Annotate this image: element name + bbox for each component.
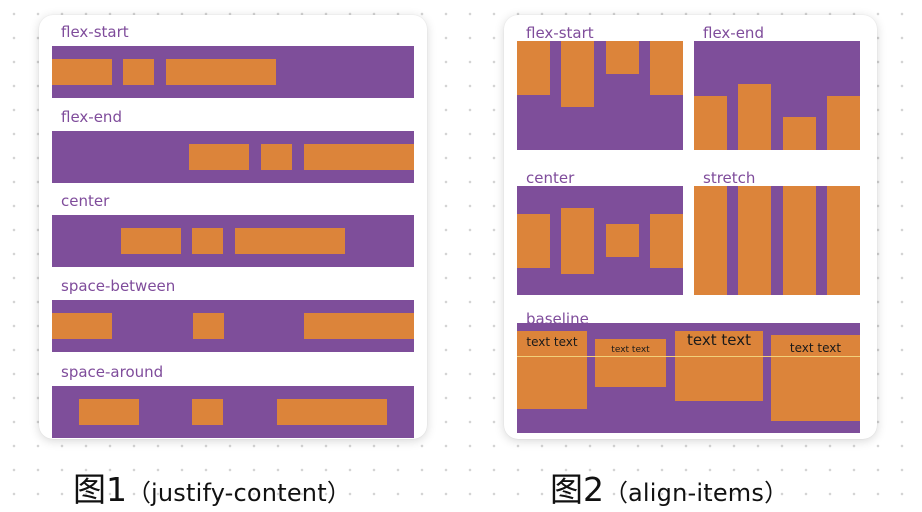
close-paren: ） bbox=[764, 479, 789, 507]
flex-item bbox=[649, 213, 683, 268]
flex-container bbox=[52, 131, 414, 183]
flex-item bbox=[826, 96, 860, 150]
cell-label: baseline bbox=[526, 310, 589, 328]
flex-item bbox=[605, 224, 639, 257]
flex-item bbox=[694, 186, 727, 295]
flex-item bbox=[517, 213, 550, 268]
flex-item bbox=[192, 399, 224, 425]
flex-item bbox=[192, 313, 224, 339]
close-paren: ） bbox=[326, 479, 351, 507]
caption-text: justify-content bbox=[151, 479, 327, 507]
flex-item: text text bbox=[517, 331, 587, 409]
align-items-card: flex-start flex-end center stretch bbox=[504, 15, 877, 439]
row-label: center bbox=[61, 192, 110, 210]
flex-item bbox=[694, 96, 727, 150]
flex-item: text text bbox=[675, 331, 763, 401]
cell-label: flex-start bbox=[526, 24, 594, 42]
justify-content-card: flex-start flex-end center space-between bbox=[39, 15, 427, 439]
flex-item bbox=[189, 144, 249, 170]
cell-baseline: text text text text text text text text … bbox=[517, 309, 860, 439]
caption-figure-2: 图2（align-items） bbox=[550, 470, 788, 512]
flex-item bbox=[78, 399, 139, 425]
flex-item bbox=[261, 144, 292, 170]
open-paren: （ bbox=[604, 479, 628, 507]
flex-item bbox=[121, 228, 181, 254]
flex-container bbox=[694, 41, 860, 150]
flex-item bbox=[52, 59, 112, 85]
caption-prefix: 图1 bbox=[73, 470, 127, 509]
flex-item: text text bbox=[595, 339, 666, 387]
flex-item bbox=[166, 59, 276, 85]
flex-item bbox=[52, 313, 112, 339]
flex-item bbox=[277, 399, 388, 425]
row-label: flex-start bbox=[61, 23, 129, 41]
flex-container bbox=[52, 46, 414, 98]
flex-item bbox=[517, 41, 550, 95]
flex-item bbox=[649, 41, 683, 95]
flex-container bbox=[52, 300, 414, 352]
row-label: space-between bbox=[61, 277, 176, 295]
flex-item bbox=[304, 144, 414, 170]
flex-item bbox=[235, 228, 345, 254]
flex-item: text text bbox=[771, 335, 860, 421]
flex-container bbox=[694, 186, 860, 295]
caption-text: align-items bbox=[628, 479, 765, 507]
row-label: space-around bbox=[61, 363, 164, 381]
flex-item bbox=[192, 228, 223, 254]
flex-item bbox=[826, 186, 860, 295]
flex-item bbox=[782, 186, 816, 295]
flex-container bbox=[52, 215, 414, 267]
flex-item bbox=[123, 59, 154, 85]
baseline-guide bbox=[517, 356, 860, 357]
flex-item bbox=[782, 117, 816, 150]
cell-label: stretch bbox=[703, 169, 756, 187]
flex-item bbox=[738, 186, 772, 295]
flex-container bbox=[517, 41, 683, 150]
open-paren: （ bbox=[127, 479, 151, 507]
row-label: flex-end bbox=[61, 108, 122, 126]
flex-item bbox=[561, 207, 595, 274]
cell-label: flex-end bbox=[703, 24, 764, 42]
caption-prefix: 图2 bbox=[550, 470, 604, 509]
flex-container: text text text text text text text text bbox=[517, 323, 860, 433]
flex-item bbox=[738, 84, 772, 150]
flex-item bbox=[561, 41, 595, 107]
cell-label: center bbox=[526, 169, 575, 187]
flex-item bbox=[605, 41, 639, 74]
flex-container bbox=[52, 386, 414, 438]
flex-item bbox=[304, 313, 414, 339]
flex-container bbox=[517, 186, 683, 295]
caption-figure-1: 图1（justify-content） bbox=[73, 470, 351, 512]
